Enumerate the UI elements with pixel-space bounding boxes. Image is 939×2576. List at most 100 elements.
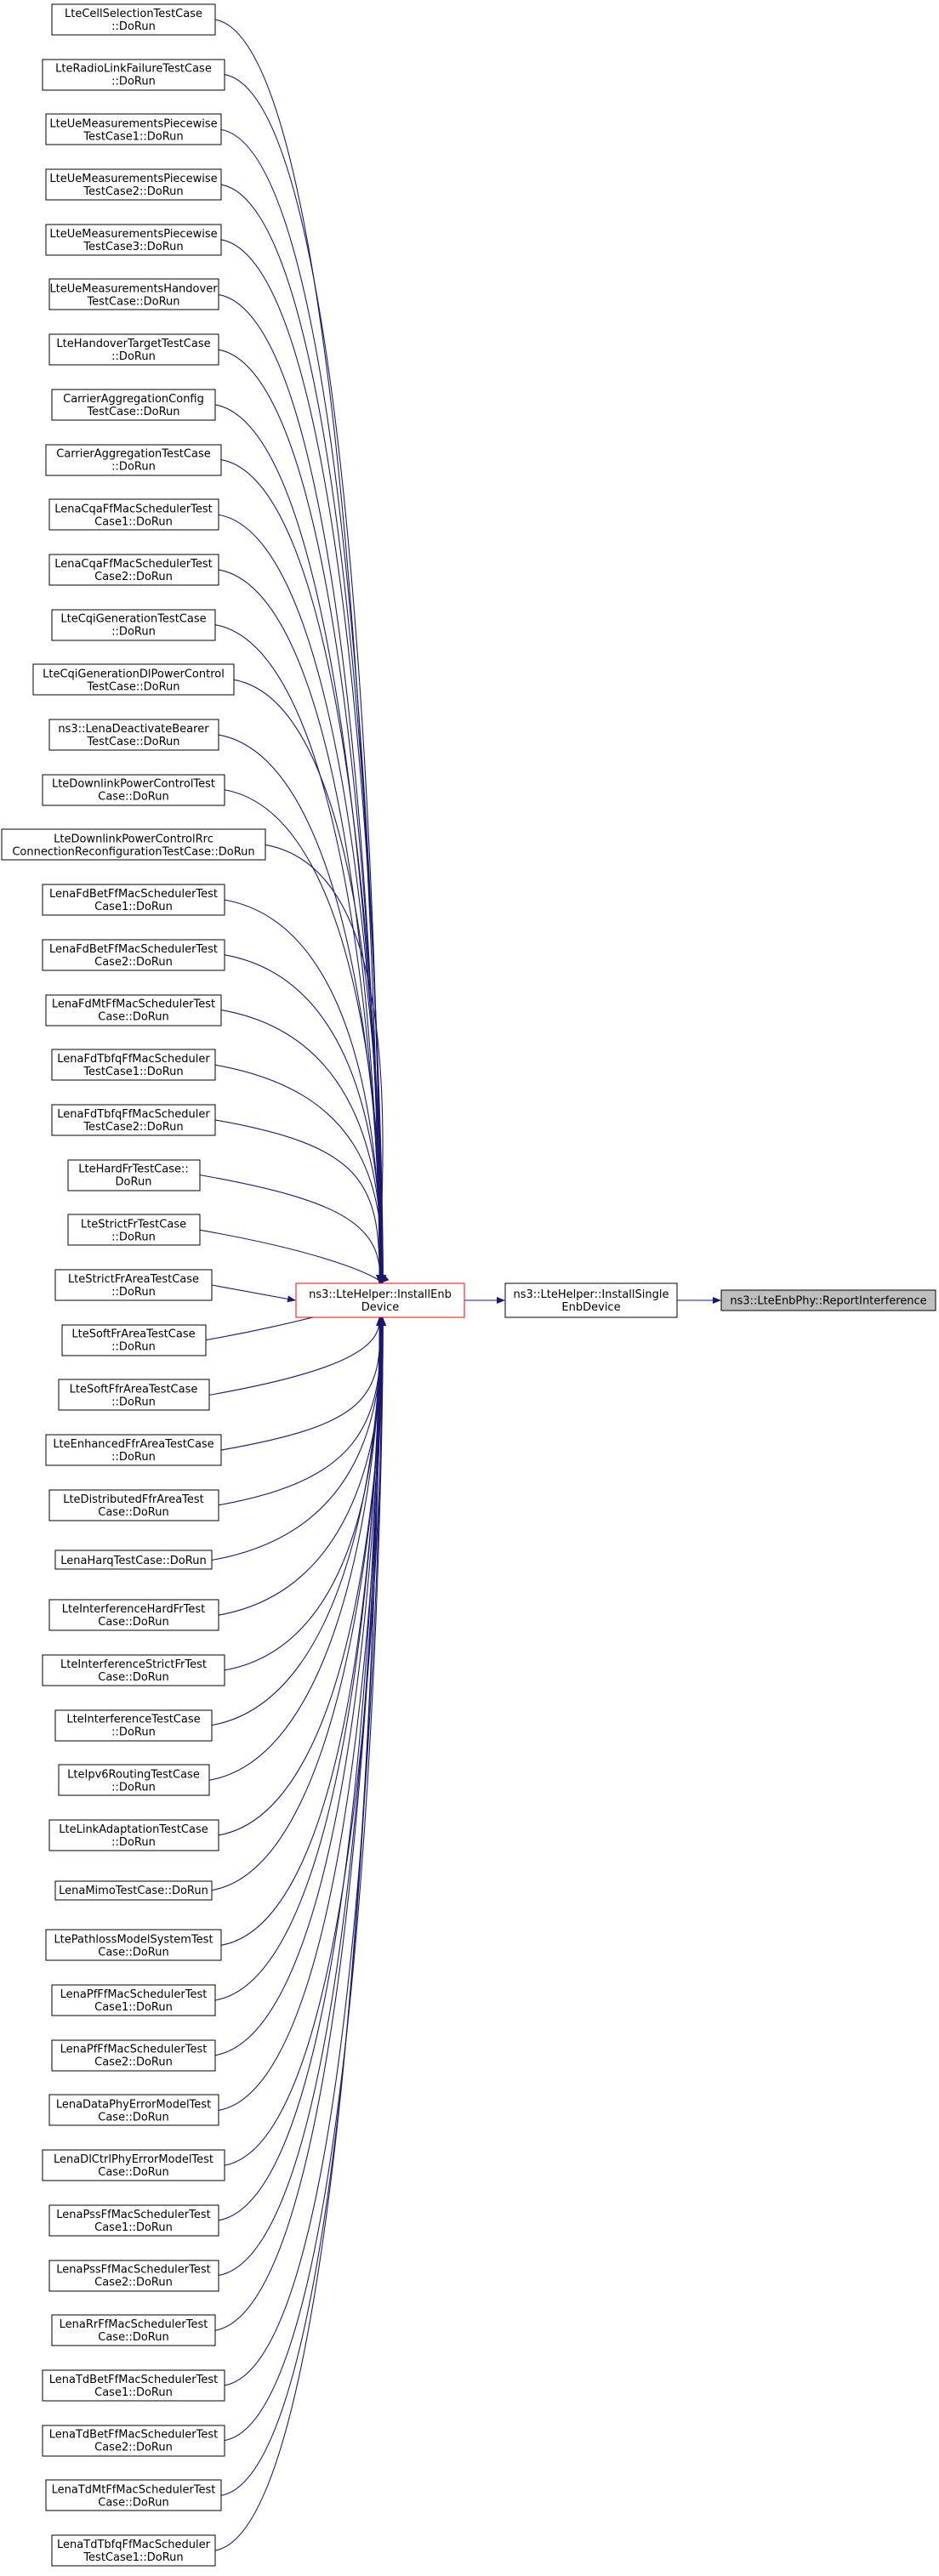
edge-caller-5 — [218, 293, 384, 1283]
node-box — [1, 828, 266, 861]
caller-node-lteinterferencetestcase-dorun[interactable]: LteInterferenceTestCase::DoRun — [54, 1709, 213, 1742]
node-label: LenaTdBetFfMacSchedulerTest — [49, 2374, 219, 2386]
edge-caller-4 — [220, 239, 387, 1283]
node-box — [48, 2260, 219, 2292]
node-report-interference[interactable]: ns3::LteEnbPhy::ReportInterference — [720, 1289, 936, 1311]
node-label: Case1::DoRun — [94, 901, 173, 913]
node-label: LteDownlinkPowerControlRrc — [54, 833, 213, 845]
caller-node-lteuemeasurementspiecewisetestcase1-dorun[interactable]: LteUeMeasurementsPiecewiseTestCase1::DoR… — [45, 113, 222, 145]
node-label: LteUeMeasurementsPiecewise — [49, 117, 217, 130]
caller-node-lteradiolinkfailuretestcase-dorun[interactable]: LteRadioLinkFailureTestCase::DoRun — [42, 59, 225, 91]
node-label: LteCqiGenerationTestCase — [60, 613, 206, 626]
node-box — [48, 2204, 219, 2237]
caller-node-lteuemeasurementspiecewisetestcase3-dorun[interactable]: LteUeMeasurementsPiecewiseTestCase3::DoR… — [45, 224, 222, 256]
node-label: Case::DoRun — [98, 1011, 168, 1024]
node-label: Case::DoRun — [98, 2331, 168, 2344]
caller-node-ltecellselectiontestcase-dorun[interactable]: LteCellSelectionTestCase::DoRun — [51, 3, 216, 36]
edge-caller-18 — [220, 1009, 386, 1283]
node-label: Case2::DoRun — [94, 571, 173, 583]
caller-node-lteipv6routingtestcase-dorun[interactable]: LteIpv6RoutingTestCase::DoRun — [58, 1764, 210, 1796]
caller-node-ltecqigenerationtestcase-dorun[interactable]: LteCqiGenerationTestCase::DoRun — [51, 609, 216, 641]
edge-caller-2 — [220, 128, 385, 1283]
node-label: ::DoRun — [111, 76, 156, 88]
node-label: LenaPfFfMacSchedulerTest — [60, 1988, 208, 2001]
node-label: TestCase2::DoRun — [83, 1121, 183, 1134]
node-box — [45, 224, 222, 256]
caller-node-lteenhancedffrareatestcase-dorun[interactable]: LteEnhancedFfrAreaTestCase::DoRun — [45, 1434, 222, 1466]
node-label: Case::DoRun — [98, 2111, 168, 2124]
caller-node-carrieraggregationtestcase-dorun[interactable]: CarrierAggregationTestCase::DoRun — [45, 444, 222, 476]
node-label: TestCase1::DoRun — [83, 2551, 183, 2564]
caller-node-ltehandovertargettestcase-dorun[interactable]: LteHandoverTargetTestCase::DoRun — [48, 333, 219, 366]
node-box — [48, 719, 219, 751]
node-box — [504, 1282, 678, 1318]
node-label: LteInterferenceHardFrTest — [62, 1603, 205, 1616]
caller-node-ltedownlinkpowercontrolrrcconnectionreconfigurationtestcase-dorun[interactable]: LteDownlinkPowerControlRrcConnectionReco… — [1, 828, 266, 861]
node-box — [48, 2094, 219, 2126]
node-label: ns3::LenaDeactivateBearer — [58, 723, 209, 736]
node-label: LteInterferenceStrictFrTest — [60, 1658, 207, 1671]
node-label: LteCellSelectionTestCase — [65, 8, 202, 20]
caller-node-ltestrictfrtestcase-dorun[interactable]: LteStrictFrTestCase::DoRun — [67, 1214, 201, 1246]
node-label: ns3::LteEnbPhy::ReportInterference — [730, 1295, 926, 1308]
caller-node-lenamimotestcase-dorun[interactable]: LenaMimoTestCase::DoRun — [54, 1880, 213, 1901]
node-box — [42, 2149, 225, 2181]
edge-caller-14 — [224, 789, 387, 1283]
node-label: LteHardFrTestCase:: — [78, 1163, 189, 1176]
node-label: CarrierAggregationConfig — [63, 393, 204, 406]
node-box — [42, 2369, 225, 2402]
node-label: ::DoRun — [111, 626, 156, 639]
caller-node-ltehardfrtestcase-dorun[interactable]: LteHardFrTestCase::DoRun — [67, 1159, 201, 1191]
node-label: LteRadioLinkFailureTestCase — [55, 63, 212, 76]
edge-caller-16 — [224, 899, 384, 1283]
edge-caller-42 — [214, 1317, 385, 2331]
node-box — [45, 994, 222, 1026]
caller-node-ltelinkadaptationtestcase-dorun[interactable]: LteLinkAdaptationTestCase::DoRun — [48, 1819, 219, 1851]
caller-node-ltesoftfrareatestcase-dorun[interactable]: LteSoftFrAreaTestCase::DoRun — [61, 1324, 207, 1356]
caller-node-ltestrictfrareatestcase-dorun[interactable]: LteStrictFrAreaTestCase::DoRun — [54, 1269, 213, 1301]
caller-node-ltesoftffrareatestcase-dorun[interactable]: LteSoftFfrAreaTestCase::DoRun — [58, 1379, 210, 1411]
caller-node-lenaharqtestcase-dorun[interactable]: LenaHarqTestCase::DoRun — [54, 1550, 213, 1570]
node-label: Case::DoRun — [98, 1506, 168, 1519]
caller-node-ltecqigenerationdlpowercontroltestcase-dorun[interactable]: LteCqiGenerationDlPowerControlTestCase::… — [32, 663, 235, 696]
node-label: LenaFdMtFfMacSchedulerTest — [52, 998, 215, 1011]
node-label: LteSoftFrAreaTestCase — [71, 1328, 195, 1341]
node-label: ::DoRun — [111, 1341, 156, 1354]
node-label: EnbDevice — [561, 1301, 620, 1314]
edge-caller-8 — [220, 459, 386, 1283]
edge-caller-12 — [233, 679, 385, 1283]
edge-caller-43 — [224, 1317, 386, 2386]
node-box — [48, 1489, 219, 1521]
node-box — [54, 1269, 213, 1301]
caller-node-lteuemeasurementspiecewisetestcase2-dorun[interactable]: LteUeMeasurementsPiecewiseTestCase2::DoR… — [45, 168, 222, 201]
node-box — [48, 1819, 219, 1851]
